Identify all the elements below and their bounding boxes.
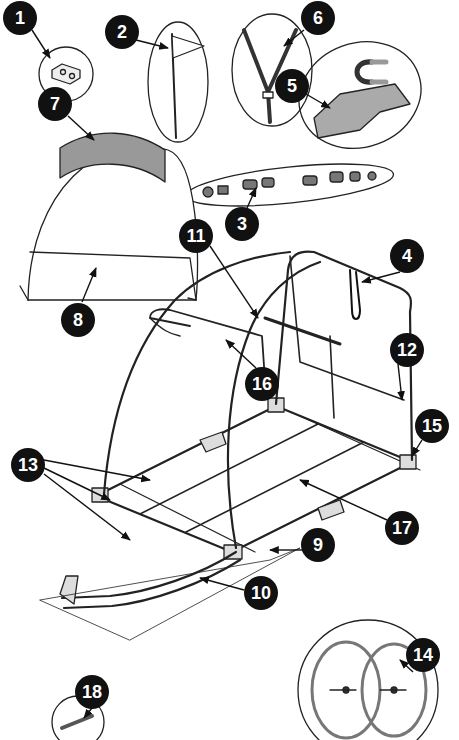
callout-number: 12 (390, 333, 424, 367)
callout-number: 15 (415, 409, 449, 443)
callout-number: 6 (301, 1, 335, 35)
callout-number: 16 (245, 367, 279, 401)
callout-number: 4 (390, 239, 424, 273)
callout-number: 13 (11, 448, 45, 482)
callout-number: 10 (244, 576, 278, 610)
callout-number: 3 (225, 207, 259, 241)
callout-number: 11 (179, 219, 213, 253)
callout-number: 17 (385, 511, 419, 545)
callout-number: 8 (61, 303, 95, 337)
callout-number: 1 (3, 1, 37, 35)
callout-number: 2 (105, 15, 139, 49)
callout-number: 18 (75, 675, 109, 709)
callout-number: 5 (275, 69, 309, 103)
callout-number: 14 (406, 638, 440, 672)
callout-number: 7 (38, 87, 72, 121)
callout-number: 9 (301, 528, 335, 562)
